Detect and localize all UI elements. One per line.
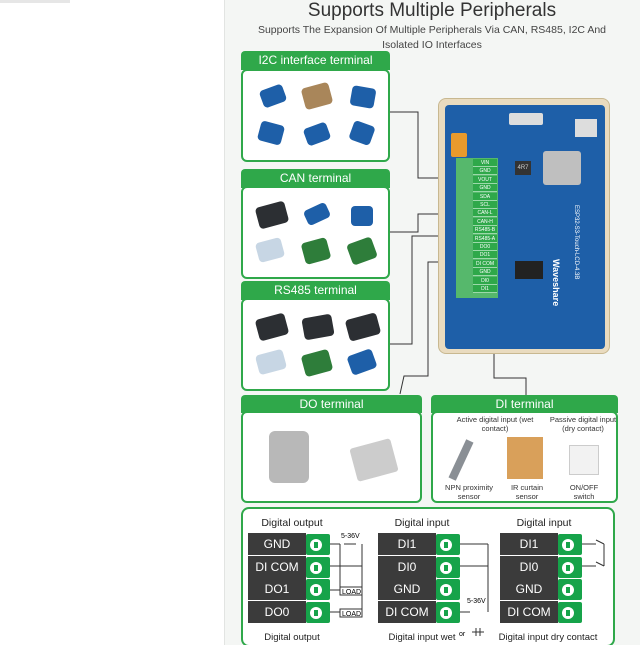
wiring-panel-caption: Digital input wet: [388, 632, 456, 643]
di-terminal-title: DI terminal: [431, 395, 618, 413]
sd-slot: [575, 119, 597, 137]
pin-label: CAN-L: [473, 209, 497, 218]
terminal-label: DO0: [248, 600, 306, 623]
terminal-label: GND: [378, 578, 436, 600]
pin-label: VOUT: [473, 175, 497, 184]
terminal-screw-icon: [306, 601, 330, 623]
terminal-screw-icon: [558, 601, 582, 623]
rs485-terminal-box: [241, 298, 390, 391]
terminal-screw-icon: [558, 534, 582, 555]
terminal-screw-icon: [436, 556, 460, 578]
rs485-terminal-title: RS485 terminal: [241, 281, 390, 300]
pin-label: RS485-B: [473, 226, 497, 235]
page-title: Supports Multiple Peripherals: [307, 0, 557, 21]
page-subtitle: Supports The Expansion Of Multiple Perip…: [257, 24, 607, 51]
terminal-screw-icon: [558, 556, 582, 578]
terminal-screw-icon: [306, 579, 330, 600]
pin-label: VIN: [473, 159, 497, 167]
passive-input-label: Passive digital input (dry contact): [549, 415, 617, 433]
switch-label: ON/OFF switch: [569, 483, 599, 501]
wiring-panel-title: Digital input: [394, 517, 450, 529]
terminal-label: DI COM: [378, 600, 436, 623]
can-module-3: [351, 206, 373, 226]
can-terminal-box: [241, 186, 390, 279]
electric-lock: [349, 438, 399, 482]
terminal-screw-icon: [306, 534, 330, 555]
board-side-label: ESP32-S3-Touch-LCD-4.3B: [573, 205, 579, 280]
do-terminal-title: DO terminal: [241, 395, 422, 413]
terminal-screw-icon: [306, 556, 330, 578]
pin-label: GND: [473, 268, 497, 277]
terminal-screw-icon: [436, 534, 460, 555]
pin-label: RS485-A: [473, 234, 497, 243]
ir-curtain: [507, 437, 543, 479]
wiring-panel-caption: Digital input dry contact: [498, 632, 598, 643]
npn-sensor: [448, 439, 474, 481]
terminal-label: DI0: [378, 555, 436, 578]
wiring-panel-title: Digital output: [261, 517, 323, 529]
pin-label: DO0: [473, 243, 497, 251]
ribbon-connector: [515, 261, 543, 279]
usb-port: [509, 113, 543, 125]
i2c-terminal-title: I2C interface terminal: [241, 51, 390, 70]
tab-stub: [0, 0, 70, 3]
terminal-screw-icon: [558, 579, 582, 600]
onoff-switch: [569, 445, 599, 475]
do-terminal-box: [241, 411, 422, 503]
solenoid-valve: [269, 431, 309, 483]
terminal-screw-icon: [436, 579, 460, 600]
terminal-label: DI COM: [500, 600, 558, 623]
pin-label: SDA: [473, 192, 497, 201]
active-input-label: Active digital input (wet contact): [456, 415, 534, 433]
terminal-screw-icon: [436, 601, 460, 623]
wiring-panel-caption: Digital output: [264, 632, 320, 643]
pin-label: DI0: [473, 276, 497, 285]
terminal-label: GND: [248, 533, 306, 555]
ir-label: IR curtain sensor: [510, 483, 544, 501]
terminal-label: DI1: [378, 533, 436, 555]
di-terminal-box: Active digital input (wet contact) Passi…: [431, 411, 618, 503]
pin-label: DO1: [473, 251, 497, 260]
pin-label: DI COM: [473, 259, 497, 268]
npn-label: NPN proximity sensor: [445, 483, 493, 501]
pin-label: CAN-H: [473, 217, 497, 226]
board-connector: [451, 133, 467, 157]
can-terminal-title: CAN terminal: [241, 169, 390, 188]
terminal-label: DO1: [248, 578, 306, 600]
i2c-terminal-box: [241, 69, 390, 162]
terminal-label: DI1: [500, 533, 558, 555]
esp32-chip: [543, 151, 581, 185]
left-blank-pane: [0, 0, 224, 645]
pin-label: GND: [473, 184, 497, 193]
terminal-label: DI0: [500, 555, 558, 578]
pin-label: SCL: [473, 201, 497, 209]
pin-label: DI1: [473, 285, 497, 293]
brand-logo: Waveshare: [551, 259, 561, 307]
terminal-label: GND: [500, 578, 558, 600]
pin-label: GND: [473, 167, 497, 176]
wiring-panel-title: Digital input: [516, 517, 572, 529]
terminal-label: DI COM: [248, 555, 306, 578]
inductor-label: 4R7: [515, 161, 531, 175]
